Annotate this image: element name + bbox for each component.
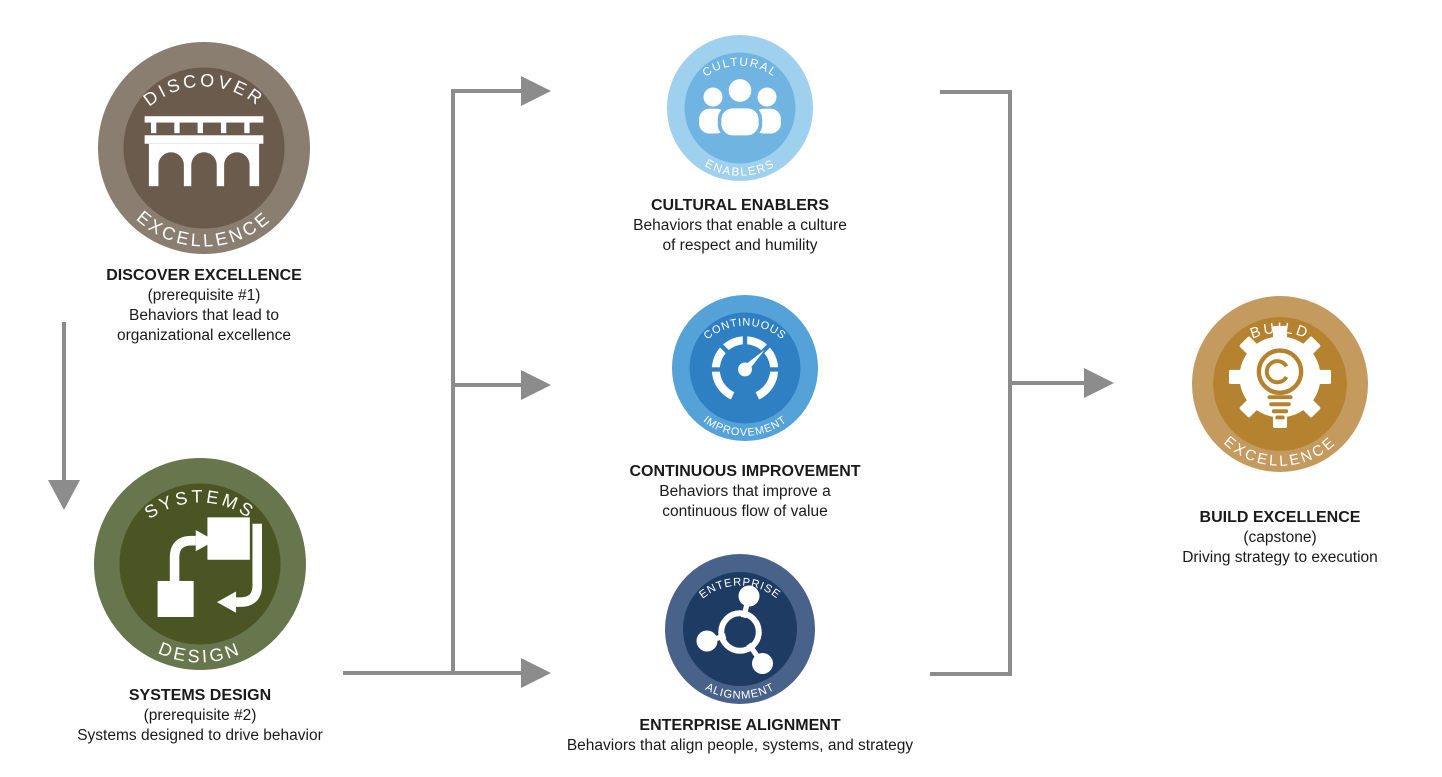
gauge-icon [708, 331, 782, 400]
connector-right-bracket-vertical [1008, 90, 1012, 676]
connector-to-build-line [1012, 381, 1084, 385]
build-caption-title: BUILD EXCELLENCE [1199, 509, 1361, 526]
node-build-excellence: BUILD EXCELLENCE [1192, 296, 1368, 472]
cultural-caption-line: of respect and humility [662, 237, 818, 254]
systems-caption: SYSTEMS DESIGN (prerequisite #2) Systems… [20, 686, 380, 746]
cycle-arrows-icon [157, 517, 263, 617]
build-caption: BUILD EXCELLENCE (capstone) Driving stra… [1100, 508, 1442, 568]
build-caption-line: (capstone) [1243, 529, 1317, 546]
connector-cultural-out-line [940, 90, 1012, 94]
network-icon [696, 585, 773, 674]
arrowhead-to-build-icon [1084, 368, 1114, 398]
svg-text:BUILD: BUILD [1248, 320, 1312, 343]
build-caption-line: Driving strategy to execution [1182, 549, 1378, 566]
enterprise-caption-title: ENTERPRISE ALIGNMENT [639, 717, 841, 734]
build-excellence-badge: BUILD EXCELLENCE [1192, 296, 1368, 472]
discover-excellence-badge: DISCOVER EXCELLENCE [98, 42, 310, 254]
enterprise-alignment-badge: ENTERPRISE ALIGNMENT [665, 554, 815, 704]
arrowhead-to-continuous-icon [521, 370, 551, 400]
node-discover-excellence: DISCOVER EXCELLENCE [98, 42, 310, 254]
build-arc-top-label: BUILD [1248, 320, 1309, 343]
connector-left-bracket-vertical [451, 89, 455, 675]
cultural-enablers-badge: CULTURAL ENABLERS [667, 35, 813, 181]
cultural-caption-line: Behaviors that enable a culture [633, 217, 847, 234]
cultural-caption: CULTURAL ENABLERS Behaviors that enable … [560, 196, 920, 256]
connector-discover-to-systems-line [62, 322, 66, 482]
enterprise-caption-line: Behaviors that align people, systems, an… [566, 737, 914, 754]
systems-caption-title: SYSTEMS DESIGN [128, 687, 272, 704]
connector-to-cultural-line [451, 89, 521, 93]
arrowhead-to-enterprise-icon [521, 658, 551, 688]
gear-lightbulb-icon [1228, 325, 1332, 428]
discover-caption: DISCOVER EXCELLENCE (prerequisite #1) Be… [24, 266, 384, 346]
discover-caption-line: Behaviors that lead to [129, 307, 279, 324]
bridge-icon [144, 116, 264, 201]
continuous-improvement-badge: CONTINUOUS IMPROVEMENT [672, 295, 818, 441]
systems-caption-line: Systems designed to drive behavior [77, 727, 323, 744]
connector-systems-feed-line [343, 671, 521, 675]
systems-caption-line: (prerequisite #2) [143, 707, 257, 724]
connector-enterprise-out-line [930, 672, 1012, 676]
systems-design-badge: SYSTEMS DESIGN [94, 458, 306, 670]
continuous-caption-line: Behaviors that improve a [659, 483, 831, 500]
node-systems-design: SYSTEMS DESIGN [94, 458, 306, 670]
discover-caption-line: organizational excellence [116, 327, 292, 344]
discover-caption-title: DISCOVER EXCELLENCE [106, 267, 302, 284]
node-cultural-enablers: CULTURAL ENABLERS [667, 35, 813, 181]
node-enterprise-alignment: ENTERPRISE ALIGNMENT [665, 554, 815, 704]
people-icon [699, 75, 781, 140]
continuous-caption: CONTINUOUS IMPROVEMENT Behaviors that im… [565, 462, 925, 522]
discover-caption-line: (prerequisite #1) [147, 287, 261, 304]
arrowhead-down-icon [48, 480, 80, 510]
cultural-caption-title: CULTURAL ENABLERS [650, 197, 830, 214]
node-continuous-improvement: CONTINUOUS IMPROVEMENT [672, 295, 818, 441]
continuous-caption-line: continuous flow of value [662, 503, 828, 520]
connector-to-continuous-line [451, 383, 521, 387]
enterprise-caption: ENTERPRISE ALIGNMENT Behaviors that alig… [520, 716, 960, 756]
continuous-caption-title: CONTINUOUS IMPROVEMENT [629, 463, 861, 480]
arrowhead-to-cultural-icon [521, 76, 551, 106]
